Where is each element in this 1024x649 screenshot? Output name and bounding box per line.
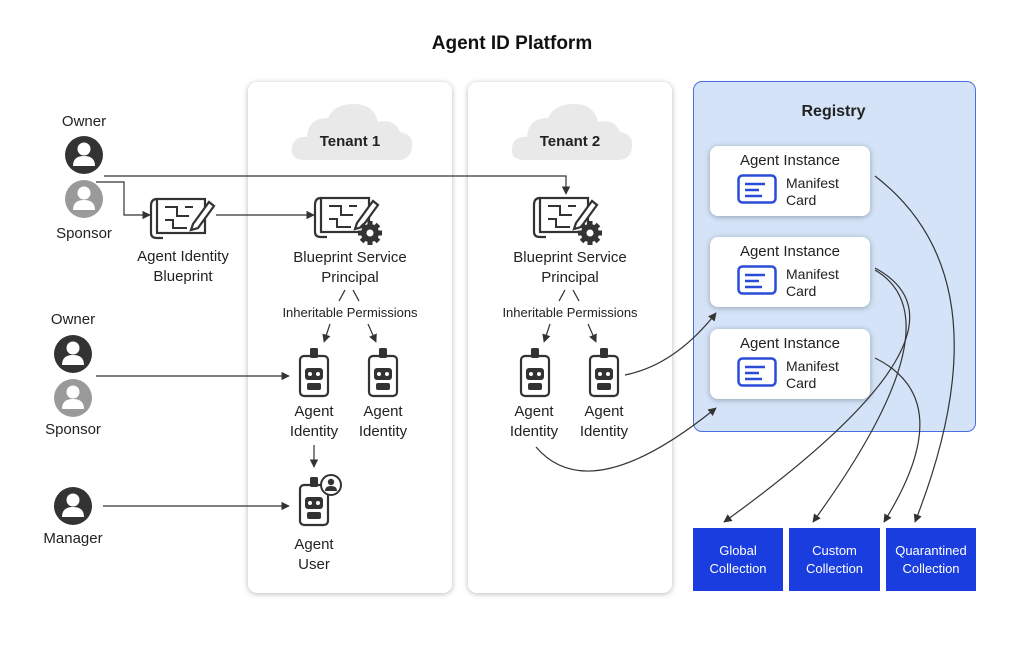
diagram-title: Agent ID Platform (431, 33, 593, 54)
inheritable-permissions-label: Inheritable Permissions (502, 305, 638, 320)
card-label: Card (786, 375, 817, 391)
manifest-label: Manifest (786, 175, 839, 191)
manifest-label: Manifest (786, 358, 839, 374)
tenant-2-panel (468, 82, 672, 593)
agent-instance-title: Agent Instance (739, 152, 841, 169)
card-label: Card (786, 283, 817, 299)
collection-label: Collection (805, 560, 864, 576)
agent-instance-title: Agent Instance (739, 243, 841, 260)
collection-label: Collection (709, 560, 767, 576)
inheritable-permissions-label: Inheritable Permissions (282, 305, 418, 320)
collection-label: Global (719, 542, 757, 558)
gear-icon (578, 221, 602, 245)
tenant-2-name: Tenant 2 (539, 133, 601, 150)
owner-person-icon (65, 136, 103, 174)
card-label: Card (786, 192, 817, 208)
owner-label: Owner (50, 311, 96, 328)
collection-label: Collection (902, 560, 960, 576)
blueprint-icon (149, 197, 216, 240)
owner-person-icon (54, 335, 92, 373)
sponsor-person-icon (54, 379, 92, 417)
manager-person-icon (54, 487, 92, 525)
user-overlay-icon (320, 474, 342, 496)
collection-label: Quarantined (895, 542, 967, 558)
manifest-card-icon (737, 357, 777, 387)
registry-title: Registry (801, 103, 866, 120)
manager-label: Manager (43, 530, 103, 547)
sponsor-person-icon (65, 180, 103, 218)
agent-identity-badge-icon (519, 346, 551, 398)
manifest-card-icon (737, 265, 777, 295)
tenant-1-name: Tenant 1 (319, 133, 381, 150)
collection-label: Custom (812, 542, 857, 558)
tenant-1-cloud-icon (291, 104, 413, 160)
manifest-label: Manifest (786, 266, 839, 282)
gear-icon (358, 221, 382, 245)
manifest-card-icon (737, 174, 777, 204)
sponsor-label: Sponsor (56, 225, 112, 242)
agent-identity-badge-icon (588, 346, 620, 398)
tenant-2-cloud-icon (511, 104, 633, 160)
agent-instance-title: Agent Instance (739, 335, 841, 352)
agent-identity-badge-icon (367, 346, 399, 398)
agent-identity-badge-icon (298, 346, 330, 398)
sponsor-label: Sponsor (45, 421, 101, 438)
owner-label: Owner (61, 113, 107, 130)
